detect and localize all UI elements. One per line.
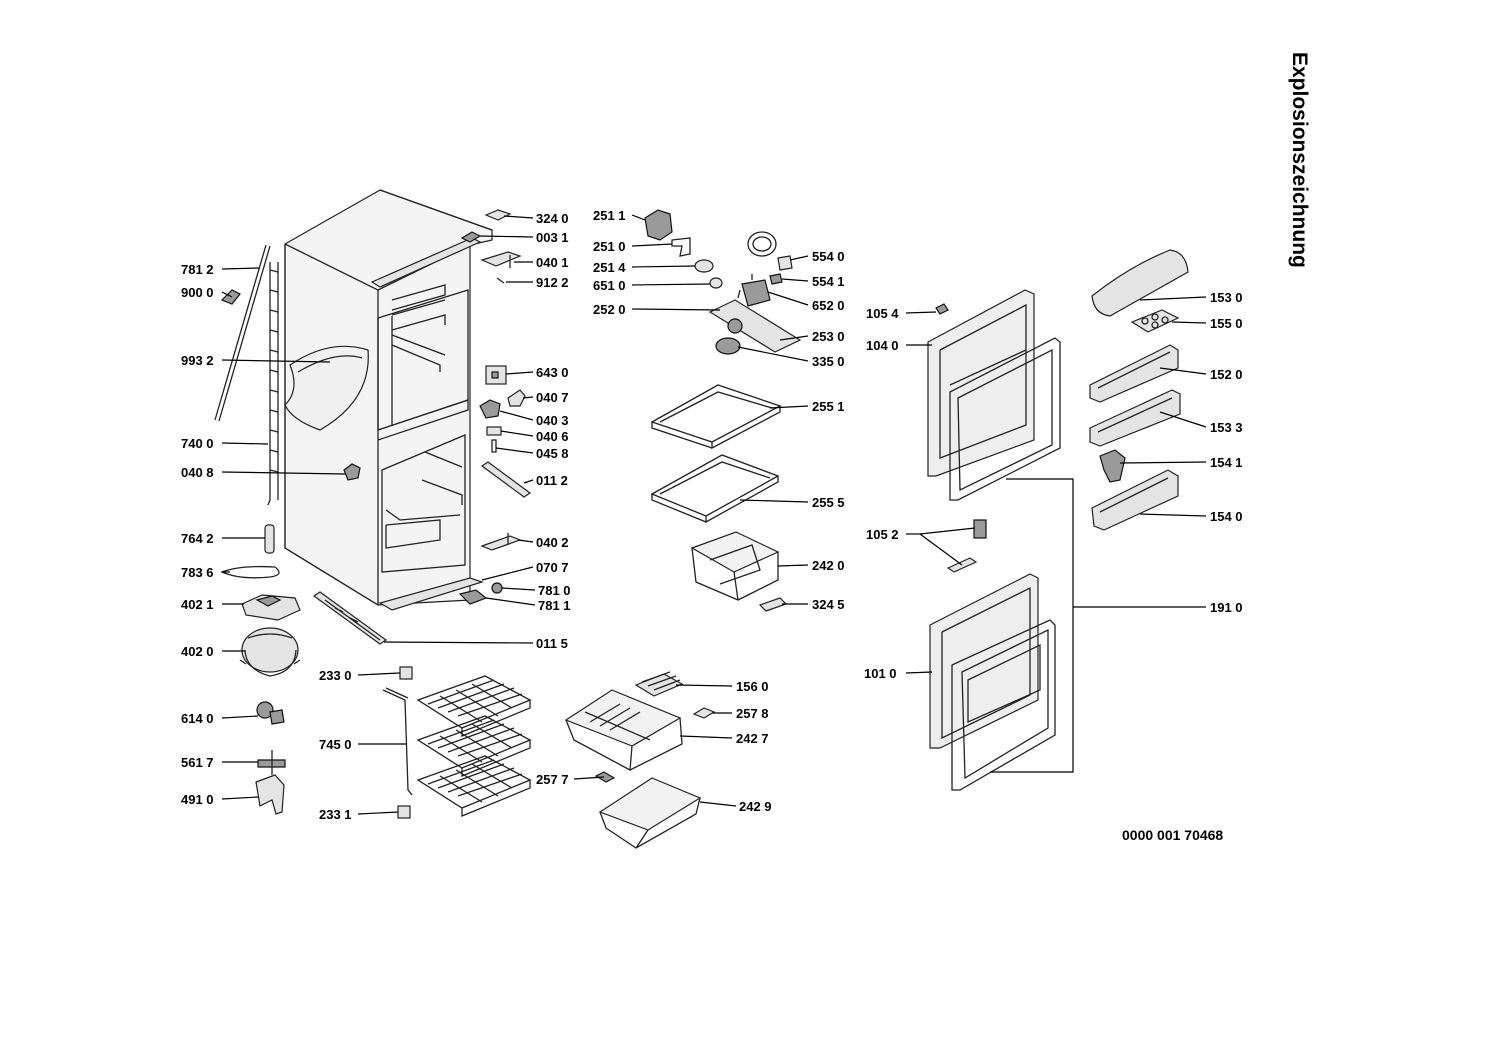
part-label: 652 0 xyxy=(812,298,845,313)
part-label: 040 2 xyxy=(536,535,569,550)
right-components-drawing xyxy=(927,249,1189,791)
part-label: 324 5 xyxy=(812,597,845,612)
part-label: 554 0 xyxy=(812,249,845,264)
part-label: 912 2 xyxy=(536,275,569,290)
part-label: 233 0 xyxy=(319,668,352,683)
part-label: 011 2 xyxy=(536,473,568,488)
part-label: 105 4 xyxy=(866,306,899,321)
part-label: 045 8 xyxy=(536,446,569,461)
part-label: 242 0 xyxy=(812,558,845,573)
part-label: 040 6 xyxy=(536,429,569,444)
part-label: 651 0 xyxy=(593,278,626,293)
part-label: 156 0 xyxy=(736,679,769,694)
part-label: 257 8 xyxy=(736,706,769,721)
part-label: 781 1 xyxy=(538,598,571,613)
part-label: 191 0 xyxy=(1210,600,1243,615)
part-labels: 781 2 900 0 993 2 740 0 040 8 764 2 783 … xyxy=(181,208,1243,822)
part-label: 561 7 xyxy=(181,755,214,770)
leader-lines xyxy=(221,214,1207,815)
part-label: 152 0 xyxy=(1210,367,1243,382)
part-label: 252 0 xyxy=(593,302,626,317)
part-label: 154 0 xyxy=(1210,509,1243,524)
part-label: 251 4 xyxy=(593,260,626,275)
part-label: 242 9 xyxy=(739,799,772,814)
part-label: 105 2 xyxy=(866,527,899,542)
part-label: 040 1 xyxy=(536,255,569,270)
wire-racks-drawing xyxy=(382,675,532,817)
document-number: 0000 001 70468 xyxy=(1122,827,1223,843)
part-label: 554 1 xyxy=(812,274,845,289)
center-components-drawing xyxy=(564,209,802,849)
part-label: 255 1 xyxy=(812,399,845,414)
part-label: 255 5 xyxy=(812,495,845,510)
part-label: 153 0 xyxy=(1210,290,1243,305)
part-label: 745 0 xyxy=(319,737,352,752)
part-label: 003 1 xyxy=(536,230,569,245)
part-label: 104 0 xyxy=(866,338,899,353)
part-label: 242 7 xyxy=(736,731,769,746)
part-label: 335 0 xyxy=(812,354,845,369)
diagram-title: Explosionszeichnung xyxy=(1288,52,1311,268)
part-label: 781 2 xyxy=(181,262,214,277)
part-label: 233 1 xyxy=(319,807,352,822)
part-label: 257 7 xyxy=(536,772,569,787)
part-label: 040 7 xyxy=(536,390,569,405)
part-label: 101 0 xyxy=(864,666,897,681)
part-label: 251 1 xyxy=(593,208,626,223)
part-label: 155 0 xyxy=(1210,316,1243,331)
part-label: 253 0 xyxy=(812,329,845,344)
part-label: 070 7 xyxy=(536,560,569,575)
part-label: 011 5 xyxy=(536,636,568,651)
part-label: 740 0 xyxy=(181,436,214,451)
part-label: 781 0 xyxy=(538,583,571,598)
part-label: 900 0 xyxy=(181,285,214,300)
part-label: 614 0 xyxy=(181,711,214,726)
part-label: 324 0 xyxy=(536,211,569,226)
part-label: 040 3 xyxy=(536,413,569,428)
part-label: 402 1 xyxy=(181,597,214,612)
left-components-drawing xyxy=(214,209,532,819)
part-label: 491 0 xyxy=(181,792,214,807)
part-label: 154 1 xyxy=(1210,455,1243,470)
part-label: 764 2 xyxy=(181,531,214,546)
part-label: 783 6 xyxy=(181,565,214,580)
part-label: 251 0 xyxy=(593,239,626,254)
part-label: 402 0 xyxy=(181,644,214,659)
part-label: 040 8 xyxy=(181,465,214,480)
part-label: 643 0 xyxy=(536,365,569,380)
part-label: 153 3 xyxy=(1210,420,1243,435)
fridge-cabinet-drawing xyxy=(284,189,493,611)
part-label: 993 2 xyxy=(181,353,214,368)
